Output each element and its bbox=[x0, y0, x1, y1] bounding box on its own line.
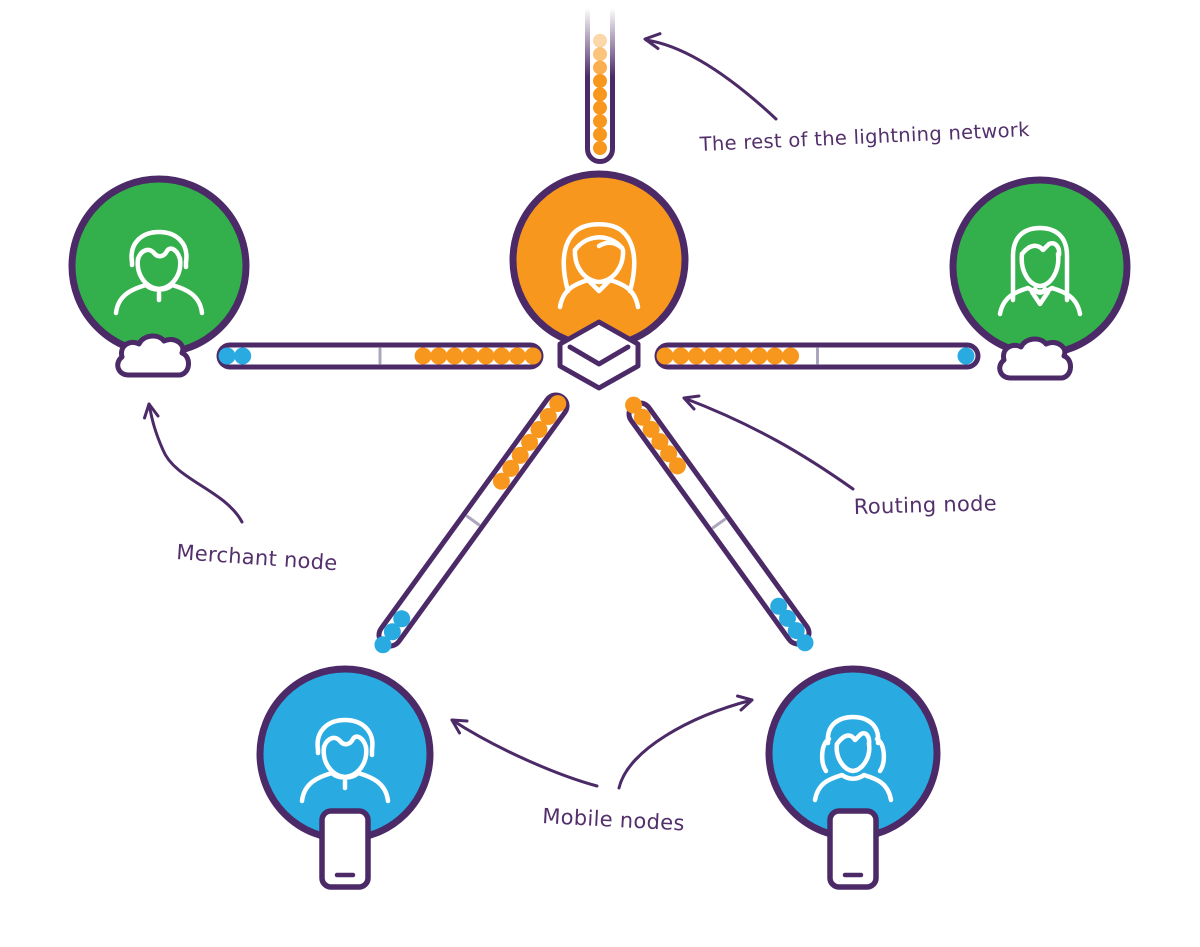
mobile-node-left bbox=[256, 665, 434, 890]
orange-dot bbox=[530, 420, 548, 438]
orange-dot bbox=[492, 472, 510, 490]
blue-dot bbox=[234, 347, 252, 365]
orange-dot bbox=[750, 347, 768, 365]
blue-dot bbox=[957, 347, 975, 365]
orange-dot bbox=[502, 459, 520, 477]
orange-dot bbox=[651, 433, 669, 451]
blue-dot bbox=[778, 609, 796, 627]
blue-dot bbox=[796, 634, 814, 652]
orange-dot bbox=[461, 347, 479, 365]
woman-long-hair-avatar-icon bbox=[557, 222, 641, 310]
orange-dot bbox=[593, 47, 607, 62]
orange-dot bbox=[642, 420, 660, 438]
orange-dot bbox=[593, 60, 607, 75]
routing-node-center bbox=[509, 170, 689, 391]
blue-dot bbox=[787, 622, 805, 640]
orange-dot bbox=[511, 446, 529, 464]
mobile-nodes-label: Mobile nodes bbox=[542, 804, 686, 835]
merchant-node-left bbox=[68, 175, 250, 378]
girl-pigtails-avatar-icon bbox=[812, 714, 894, 803]
orange-dot bbox=[668, 457, 686, 475]
cloud-icon bbox=[997, 336, 1073, 381]
arrow-to-merchant-node bbox=[143, 402, 244, 524]
orange-dot bbox=[719, 347, 737, 365]
merchant-node-left-circle bbox=[68, 175, 250, 357]
orange-dot bbox=[766, 347, 784, 365]
routing-node-label: Routing node bbox=[854, 491, 998, 519]
orange-dot bbox=[521, 433, 539, 451]
orange-dot bbox=[524, 347, 542, 365]
rest-of-network-label: The rest of the lightning network bbox=[698, 118, 1030, 156]
orange-dot bbox=[593, 100, 607, 115]
orange-dot bbox=[549, 395, 567, 413]
orange-dot bbox=[660, 445, 678, 463]
orange-dot bbox=[735, 347, 752, 365]
cloud-icon bbox=[115, 333, 191, 378]
orange-dot bbox=[430, 347, 448, 365]
orange-dot bbox=[633, 408, 651, 426]
orange-dot bbox=[672, 347, 690, 365]
arrow-to-routing-node bbox=[682, 394, 855, 491]
channel-rest-of-network bbox=[585, 8, 615, 164]
orange-dot bbox=[477, 347, 495, 365]
woman-straight-hair-avatar-icon bbox=[997, 225, 1083, 317]
blue-dot bbox=[770, 597, 788, 615]
blue-dot bbox=[393, 610, 411, 628]
orange-dot bbox=[593, 114, 607, 129]
orange-dot bbox=[593, 74, 607, 88]
orange-dot bbox=[493, 347, 511, 365]
orange-dot bbox=[687, 347, 705, 365]
blue-dot bbox=[218, 347, 236, 365]
mobile-node-right bbox=[765, 665, 941, 890]
orange-dot bbox=[593, 127, 607, 142]
smartphone-icon bbox=[827, 808, 879, 890]
man-avatar-icon bbox=[299, 717, 391, 804]
orange-dot bbox=[656, 347, 674, 365]
channel-merchant-left bbox=[216, 342, 544, 370]
orange-dot bbox=[593, 33, 607, 48]
channel-mobile-right bbox=[625, 396, 814, 652]
orange-dot bbox=[593, 141, 607, 155]
orange-dot bbox=[625, 396, 643, 414]
orange-dot bbox=[593, 87, 607, 102]
blue-dot bbox=[383, 623, 401, 641]
blue-dot bbox=[374, 636, 392, 654]
orange-dot bbox=[446, 347, 463, 365]
merchant-node-right bbox=[949, 176, 1131, 381]
orange-dot bbox=[703, 347, 721, 365]
routing-box-icon bbox=[557, 319, 641, 391]
orange-dot bbox=[782, 347, 800, 365]
merchant-node-right-circle bbox=[949, 176, 1131, 358]
arrow-to-mobile-node-right bbox=[617, 694, 754, 790]
arrow-to-rest-of-network bbox=[643, 32, 778, 121]
orange-dot bbox=[539, 408, 557, 426]
channel-merchant-right bbox=[654, 342, 981, 370]
orange-dot bbox=[414, 347, 432, 365]
channel-midpoint-tick bbox=[465, 514, 481, 527]
man-avatar-icon bbox=[113, 229, 205, 316]
arrow-to-mobile-node-left bbox=[450, 718, 599, 788]
smartphone-icon bbox=[319, 808, 371, 890]
channel-midpoint-tick bbox=[711, 517, 727, 530]
merchant-node-label: Merchant node bbox=[176, 540, 339, 575]
orange-dot bbox=[508, 347, 526, 365]
channel-mobile-left bbox=[374, 392, 570, 654]
